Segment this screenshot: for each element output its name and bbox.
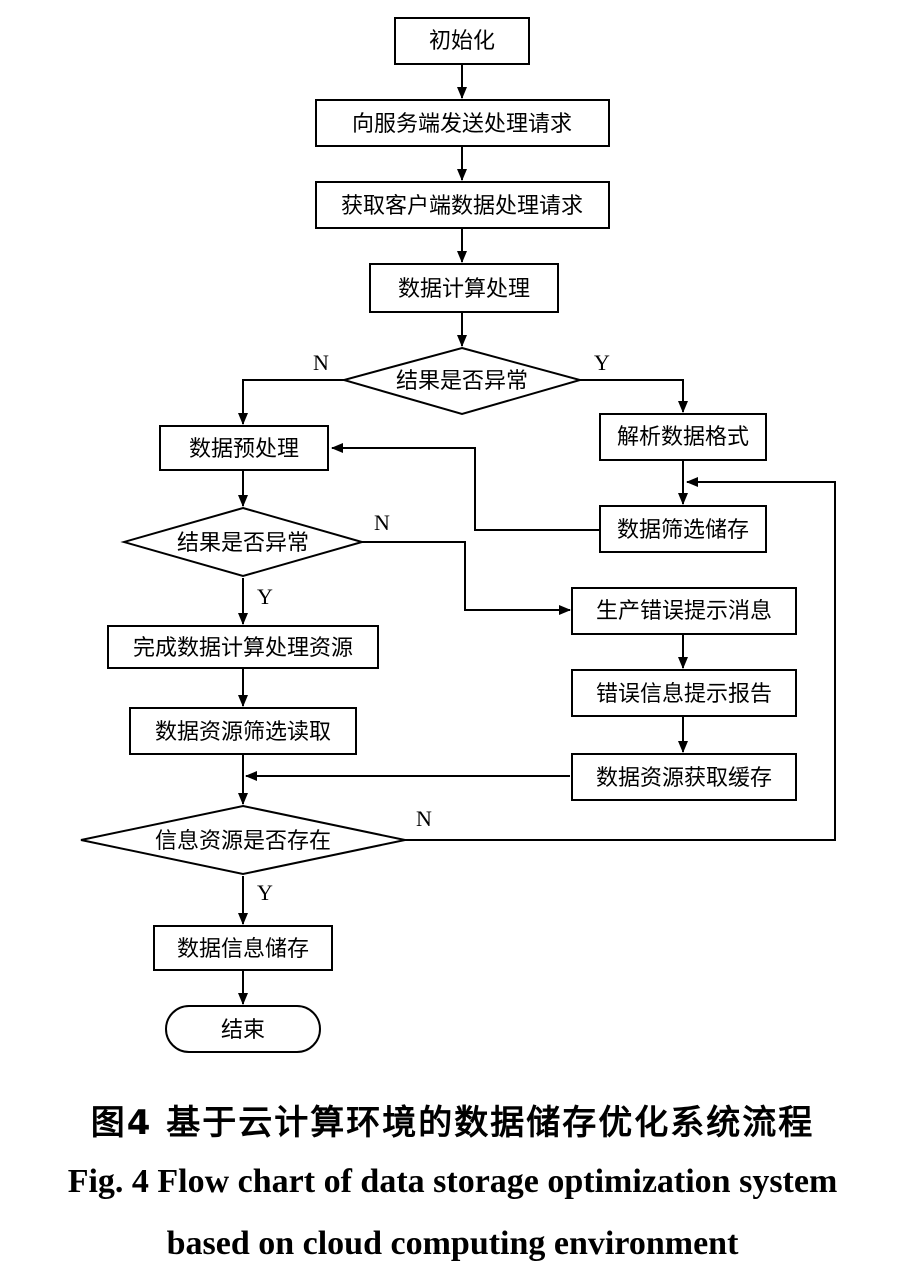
svg-text:初始化: 初始化: [429, 29, 495, 54]
node-filter-store: 数据筛选储存: [599, 505, 767, 553]
caption-english-line2: based on cloud computing environment: [166, 1225, 739, 1262]
label-check1-yes: Y: [594, 350, 610, 375]
node-get-request: 获取客户端数据处理请求: [315, 181, 610, 229]
node-store-info: 数据信息储存: [153, 925, 333, 971]
svg-text:向服务端发送处理请求: 向服务端发送处理请求: [352, 112, 572, 137]
arrow-check2-no: [362, 541, 571, 615]
svg-text:获取客户端数据处理请求: 获取客户端数据处理请求: [341, 194, 583, 219]
svg-text:结果是否异常: 结果是否异常: [396, 369, 528, 394]
connectors: [238, 64, 836, 1005]
node-preprocess: 数据预处理: [159, 425, 329, 471]
svg-text:解析数据格式: 解析数据格式: [617, 425, 749, 450]
label-check2-no: N: [374, 510, 390, 535]
node-send-request: 向服务端发送处理请求: [315, 99, 610, 147]
node-init: 初始化: [394, 17, 530, 65]
label-check3-no: N: [416, 806, 432, 831]
svg-text:结果是否异常: 结果是否异常: [177, 531, 309, 556]
node-compute: 数据计算处理: [369, 263, 559, 313]
node-fetch-cache: 数据资源获取缓存: [571, 753, 797, 801]
node-filter-read: 数据资源筛选读取: [129, 707, 357, 755]
label-check1-no: N: [313, 350, 329, 375]
decision-check1: 结果是否异常: [340, 346, 584, 416]
label-check3-yes: Y: [257, 880, 273, 905]
svg-text:数据预处理: 数据预处理: [189, 437, 299, 462]
svg-text:完成数据计算处理资源: 完成数据计算处理资源: [133, 636, 353, 661]
svg-text:数据资源筛选读取: 数据资源筛选读取: [155, 720, 331, 745]
caption-english-line1: Fig. 4 Flow chart of data storage optimi…: [67, 1163, 838, 1200]
flowchart: 初始化 向服务端发送处理请求 获取客户端数据处理请求 数据计算处理 结果是否异常…: [80, 17, 836, 1053]
svg-text:数据资源获取缓存: 数据资源获取缓存: [596, 766, 772, 791]
svg-text:数据计算处理: 数据计算处理: [398, 277, 530, 302]
node-end: 结束: [165, 1005, 321, 1053]
node-gen-error: 生产错误提示消息: [571, 587, 797, 635]
svg-text:生产错误提示消息: 生产错误提示消息: [596, 599, 772, 624]
decision-check2: 结果是否异常: [120, 506, 366, 578]
arrow-check1-no: [238, 379, 344, 425]
label-check2-yes: Y: [257, 584, 273, 609]
arrow-check1-yes: [580, 379, 688, 413]
svg-text:数据筛选储存: 数据筛选储存: [617, 518, 749, 543]
arrow-check3-no: [405, 477, 836, 841]
caption-chinese: 图4 基于云计算环境的数据储存优化系统流程: [90, 1103, 815, 1143]
decision-check3: 信息资源是否存在: [80, 804, 406, 876]
svg-text:数据信息储存: 数据信息储存: [177, 937, 309, 962]
svg-text:结束: 结束: [221, 1018, 265, 1043]
node-parse-format: 解析数据格式: [599, 413, 767, 461]
svg-text:错误信息提示报告: 错误信息提示报告: [596, 682, 772, 707]
node-error-report: 错误信息提示报告: [571, 669, 797, 717]
node-complete: 完成数据计算处理资源: [107, 625, 379, 669]
svg-text:信息资源是否存在: 信息资源是否存在: [155, 829, 331, 854]
arrow-filter-to-preprocess: [331, 443, 600, 531]
